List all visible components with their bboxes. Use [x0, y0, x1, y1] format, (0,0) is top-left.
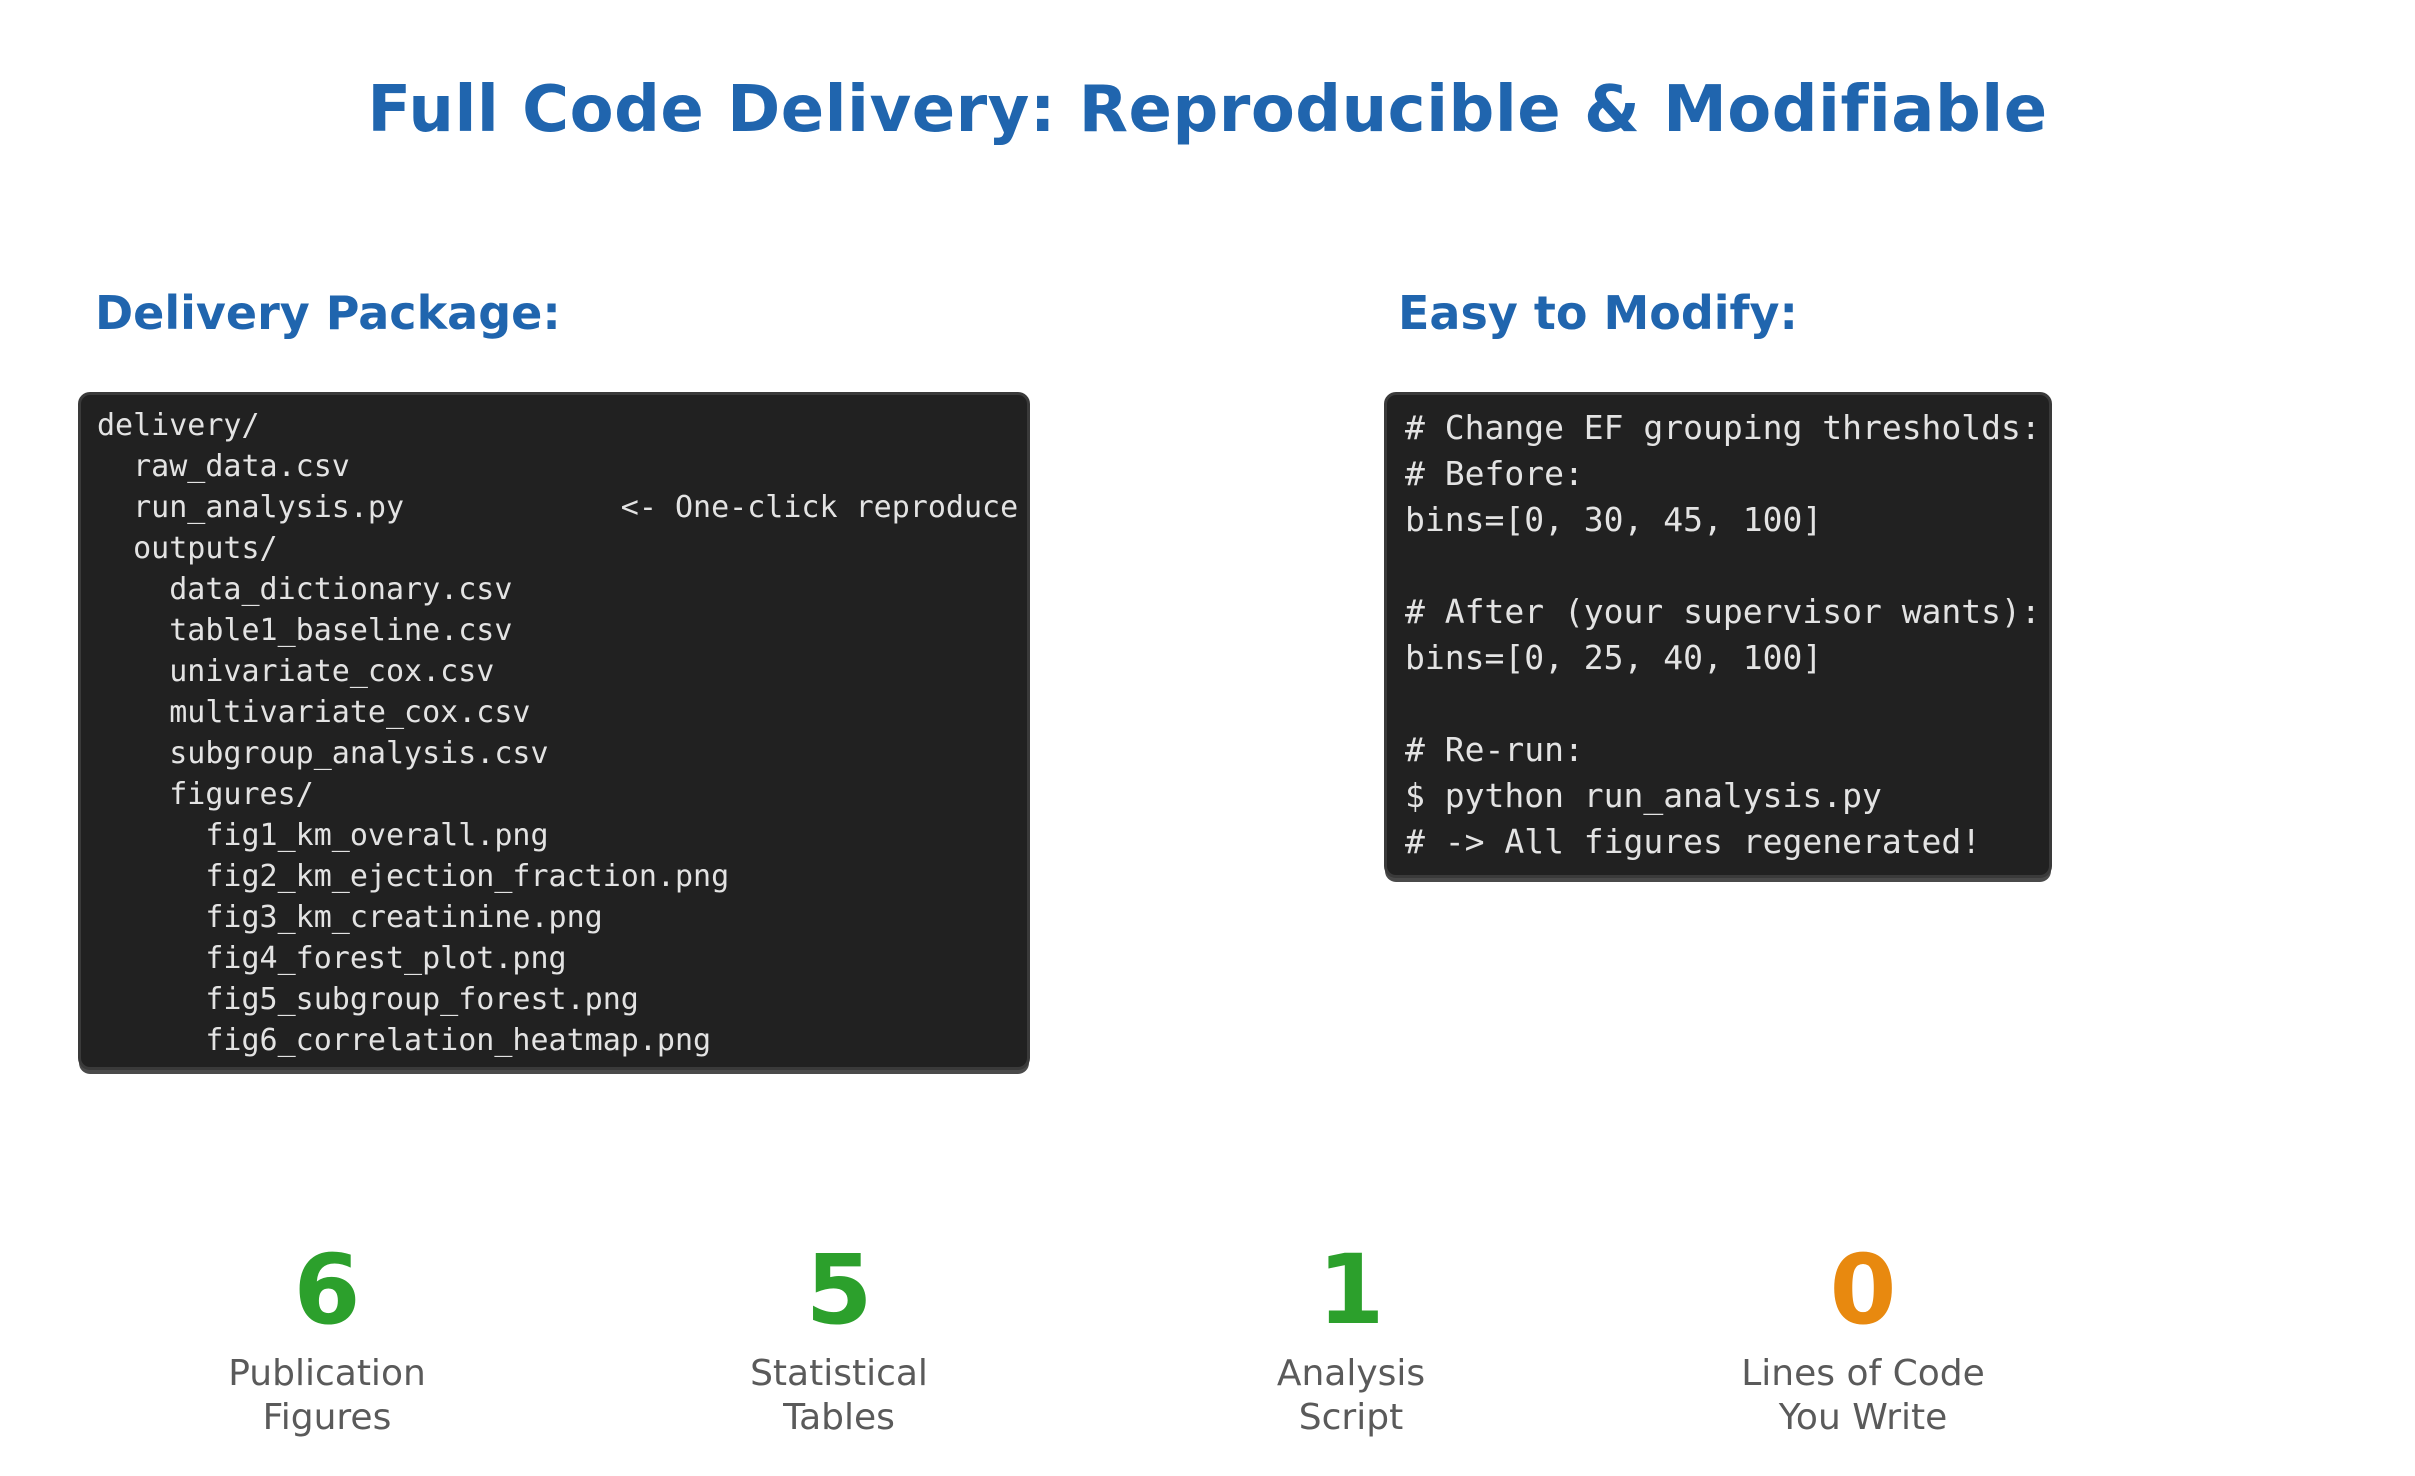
stat-value-analysis-script: 1	[1317, 1234, 1385, 1346]
stat-value-publication-figures: 6	[293, 1234, 361, 1346]
stat-label-analysis-script: Analysis Script	[1276, 1353, 1426, 1438]
stats-row: 6 Publication Figures 5 Statistical Tabl…	[71, 1242, 2119, 1440]
stat-value-statistical-tables: 5	[805, 1234, 873, 1346]
easy-to-modify-heading: Easy to Modify:	[1398, 286, 1798, 340]
stat-label-statistical-tables: Statistical Tables	[750, 1353, 928, 1438]
delivery-package-heading: Delivery Package:	[95, 286, 561, 340]
stat-lines-of-code: 0 Lines of Code You Write	[1607, 1242, 2119, 1440]
stat-label-lines-of-code: Lines of Code You Write	[1741, 1353, 1985, 1438]
stat-publication-figures: 6 Publication Figures	[71, 1242, 583, 1440]
stat-analysis-script: 1 Analysis Script	[1095, 1242, 1607, 1440]
delivery-package-code-block: delivery/ raw_data.csv run_analysis.py <…	[78, 392, 1030, 1070]
stat-label-publication-figures: Publication Figures	[228, 1353, 426, 1438]
easy-to-modify-code-block: # Change EF grouping thresholds: # Befor…	[1384, 392, 2052, 878]
stat-statistical-tables: 5 Statistical Tables	[583, 1242, 1095, 1440]
page-title: Full Code Delivery: Reproducible & Modif…	[367, 73, 2048, 147]
stat-value-lines-of-code: 0	[1829, 1234, 1897, 1346]
